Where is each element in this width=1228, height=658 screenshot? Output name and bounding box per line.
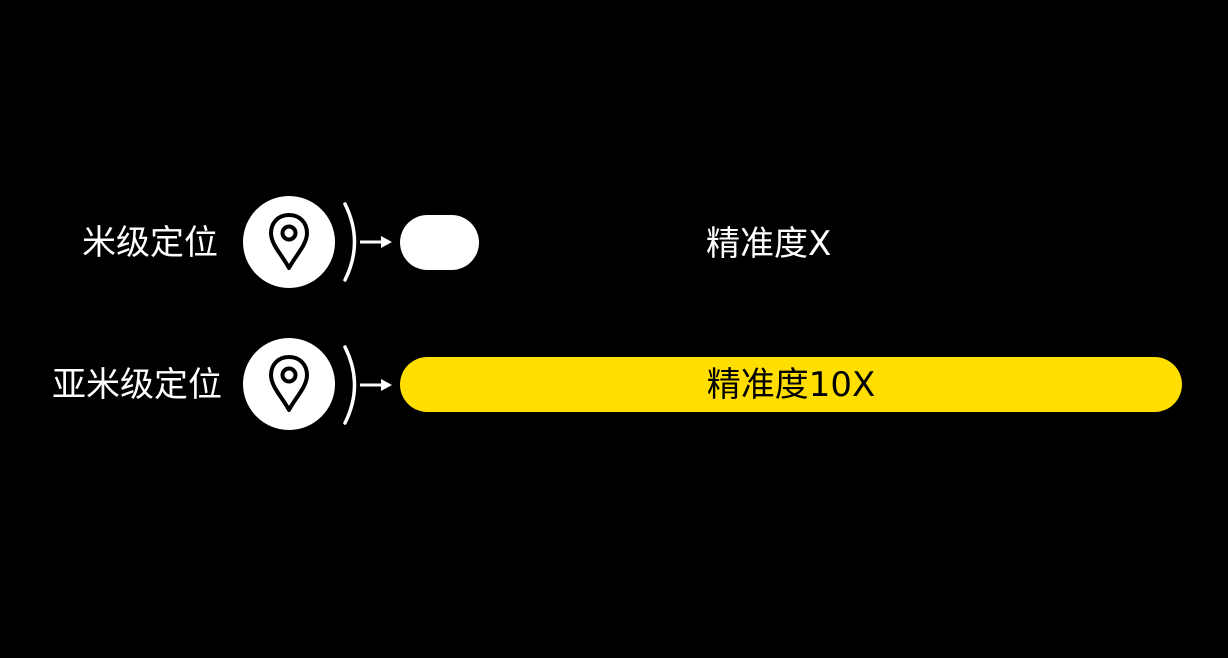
location-badge-submeter-level xyxy=(243,338,335,430)
location-badge-meter-level xyxy=(243,196,335,288)
map-pin-icon xyxy=(269,355,309,412)
row-label-meter-level: 米级定位 xyxy=(82,223,218,263)
connector-arrow xyxy=(343,202,392,282)
accuracy-bar-submeter-level: 精准度10X xyxy=(400,357,1182,412)
accuracy-bar-meter-level xyxy=(400,215,479,270)
accuracy-label-meter-level: 精准度X xyxy=(706,224,832,264)
connector-arrow xyxy=(343,345,392,425)
accuracy-label-submeter-level: 精准度10X xyxy=(706,364,876,405)
row-label-submeter-level: 亚米级定位 xyxy=(52,365,222,405)
map-pin-icon xyxy=(269,213,309,270)
